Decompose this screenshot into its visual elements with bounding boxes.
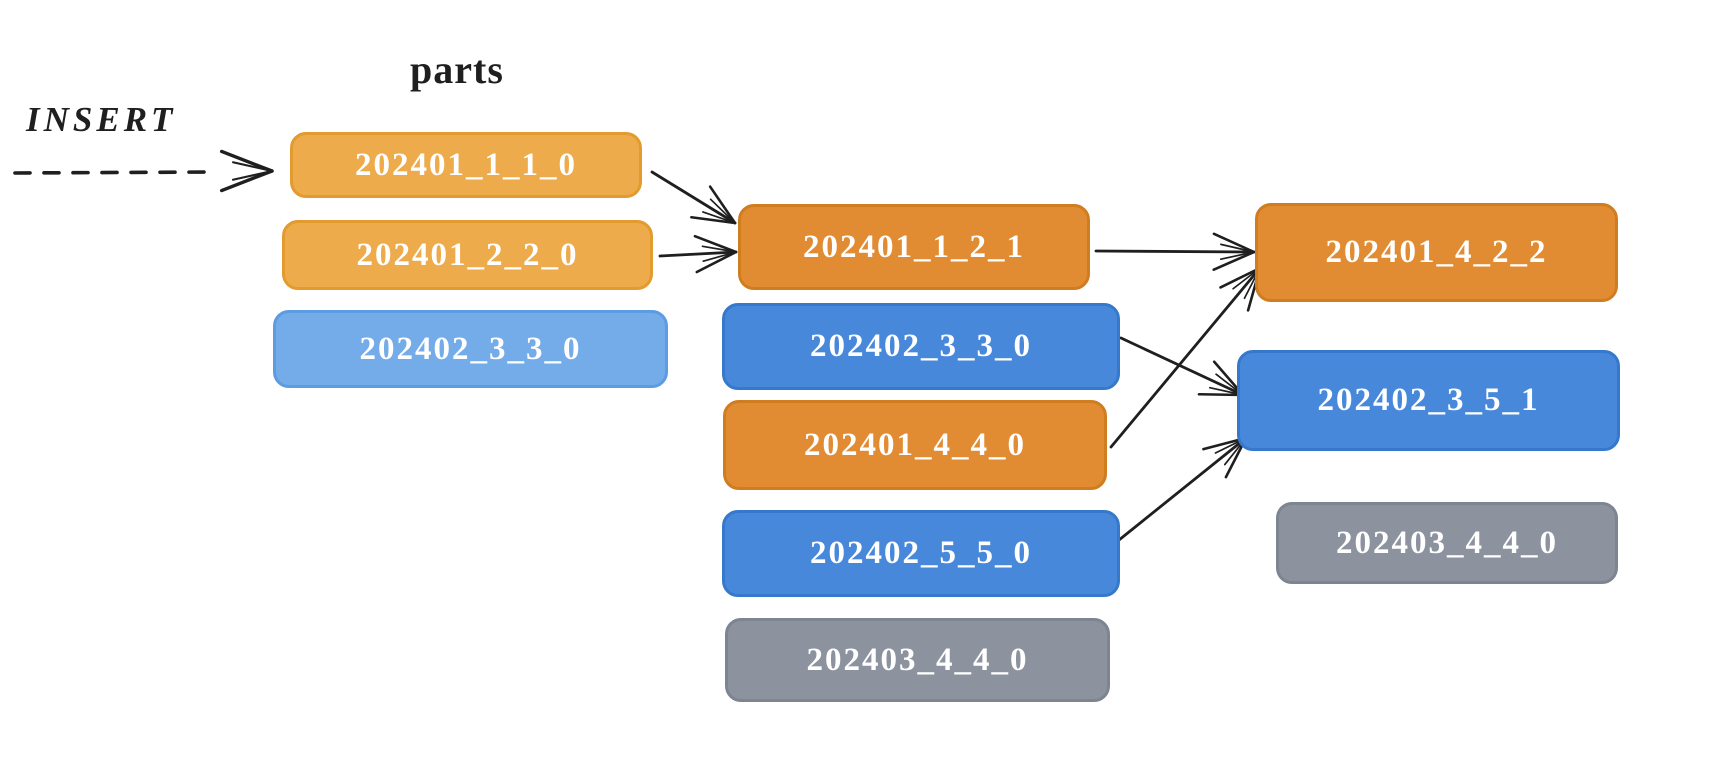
arrow-202401_1_2_1-to-202401_4_2_2 [1094, 232, 1256, 271]
arrow-202402_3_3_0-to-202402_3_5_1 [1119, 336, 1245, 397]
part-box-col2-row2: 202402_3_3_0 [722, 303, 1120, 390]
part-box-col2-row1: 202401_1_2_1 [738, 204, 1090, 290]
arrow-202401_2_2_0-to-202401_1_2_1 [658, 234, 738, 274]
part-box-col1-row2: 202401_2_2_0 [282, 220, 653, 290]
part-box-col2-row5: 202403_4_4_0 [725, 618, 1110, 702]
arrow-202401_1_1_0-to-202401_1_2_1 [650, 170, 737, 225]
insert-label: INSERT [26, 100, 177, 139]
part-box-col1-row1: 202401_1_1_0 [290, 132, 642, 198]
part-box-col3-row1: 202401_4_2_2 [1255, 203, 1618, 302]
part-box-col1-row3: 202402_3_3_0 [273, 310, 668, 388]
parts-label: parts [410, 47, 504, 92]
part-box-col3-row2: 202402_3_5_1 [1237, 350, 1620, 451]
part-box-col2-row4: 202402_5_5_0 [722, 510, 1120, 597]
part-box-col3-row3: 202403_4_4_0 [1276, 502, 1618, 584]
part-box-col2-row3: 202401_4_4_0 [723, 400, 1107, 490]
arrow-202402_5_5_0-to-202402_3_5_1 [1112, 436, 1248, 546]
arrow-INSERT-to-202401_1_1_0 [13, 149, 274, 193]
